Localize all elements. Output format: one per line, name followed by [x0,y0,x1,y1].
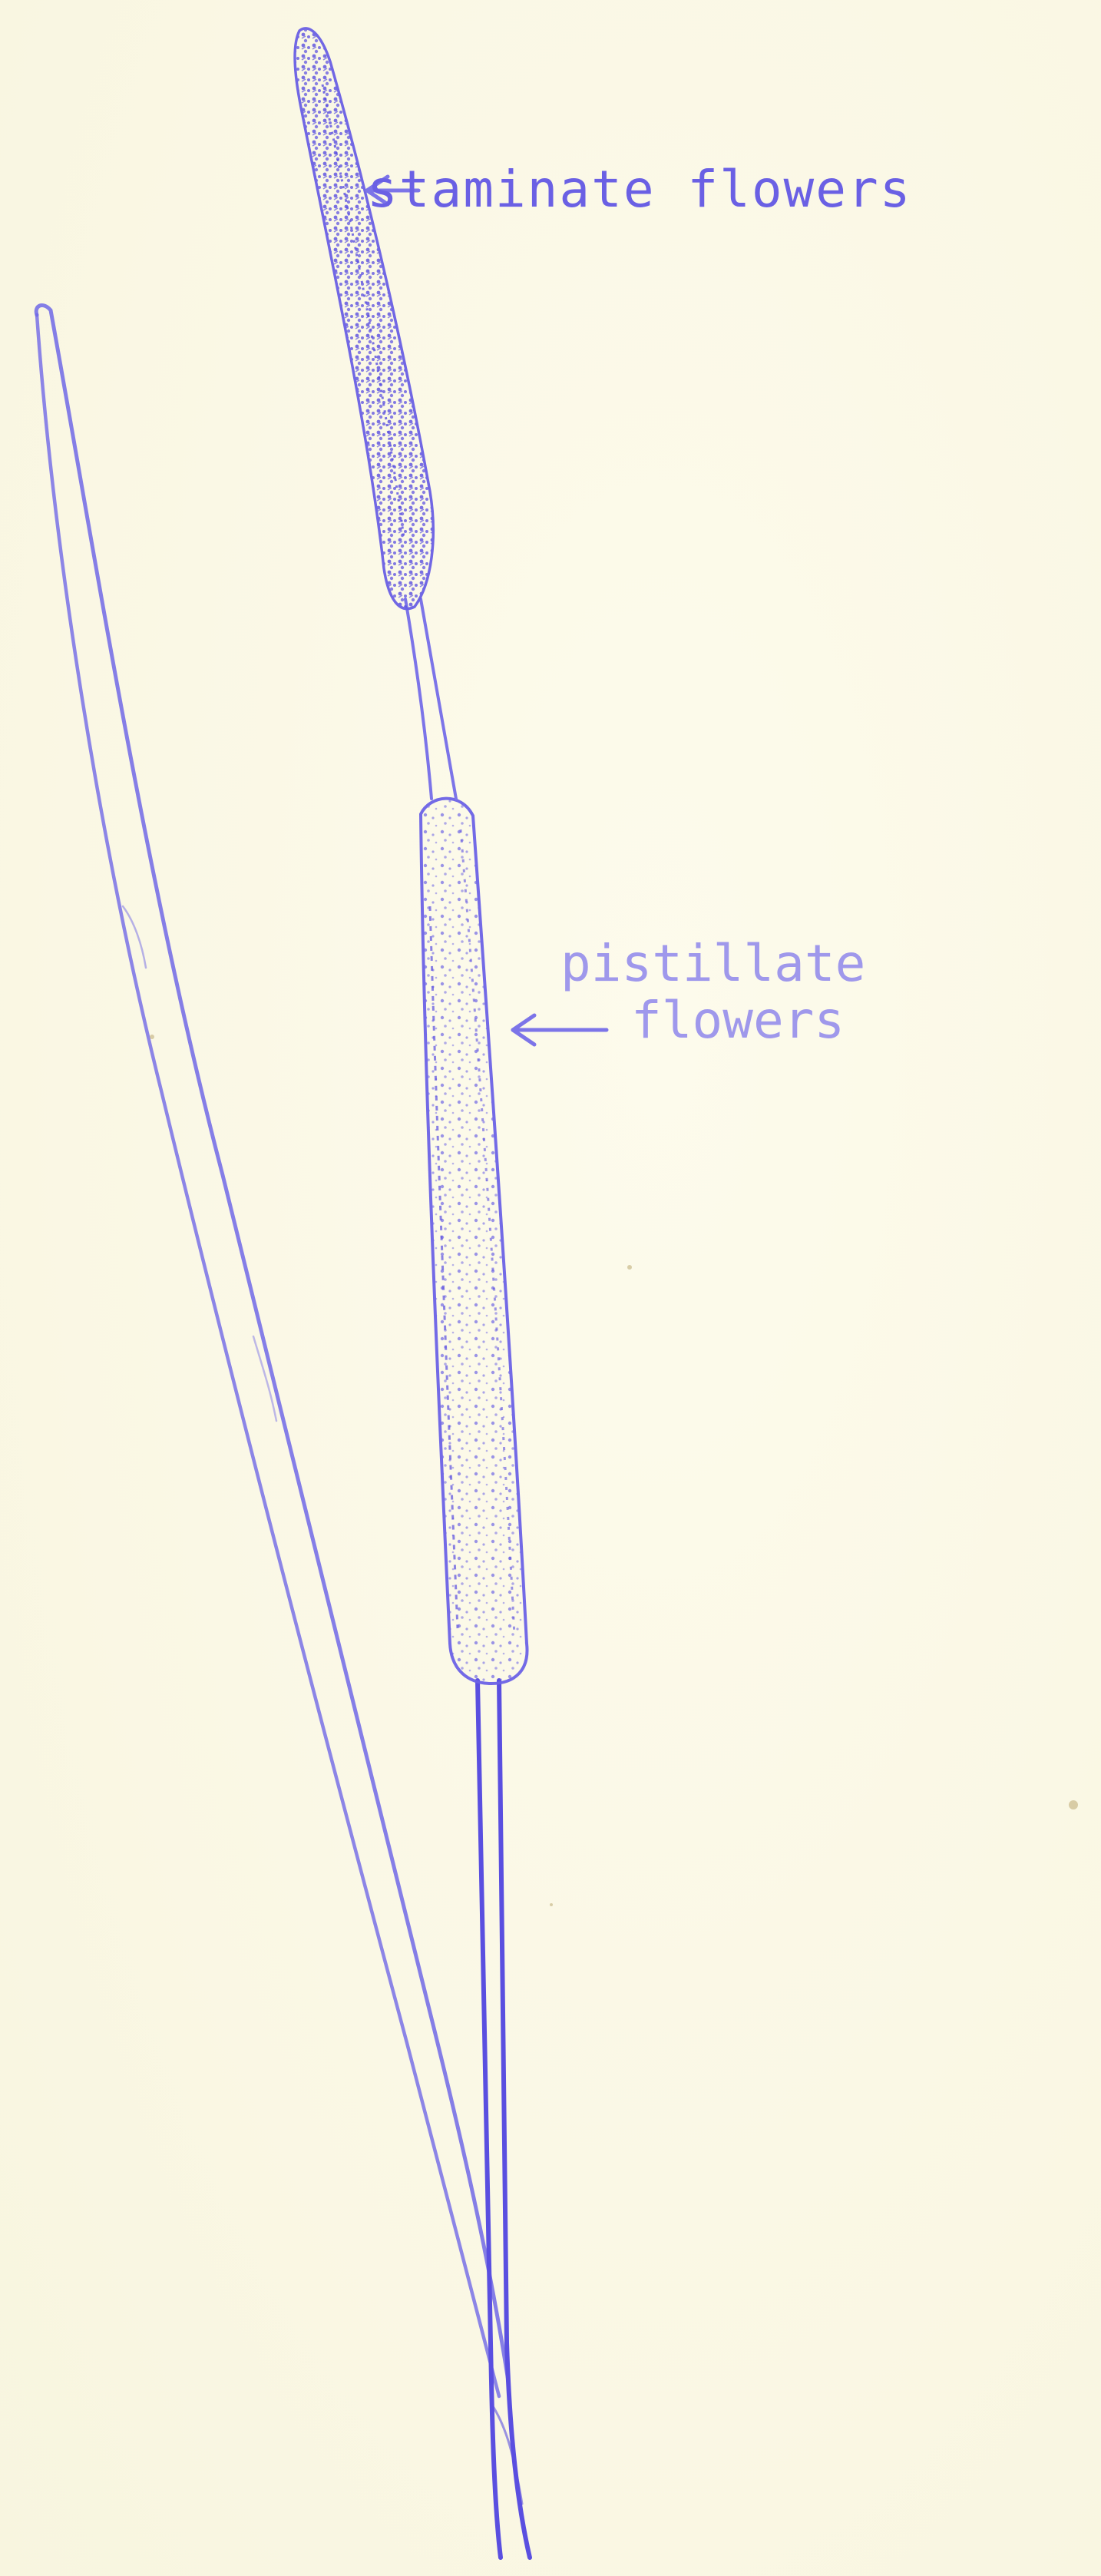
pistillate-text: pistillate [560,934,865,993]
staminate-flowers-text: staminate flowers [367,160,912,219]
pistillate-spike [421,799,527,1684]
pistillate-flowers-label: pistillate flowers [560,935,865,1049]
upper-stalk [405,599,456,799]
staminate-flowers-label: staminate flowers [367,161,912,218]
pistillate-flowers-text: flowers [560,992,865,1049]
paper-specks [150,1035,1078,1906]
lower-stem [478,1680,530,2558]
staminate-spike [295,28,433,609]
